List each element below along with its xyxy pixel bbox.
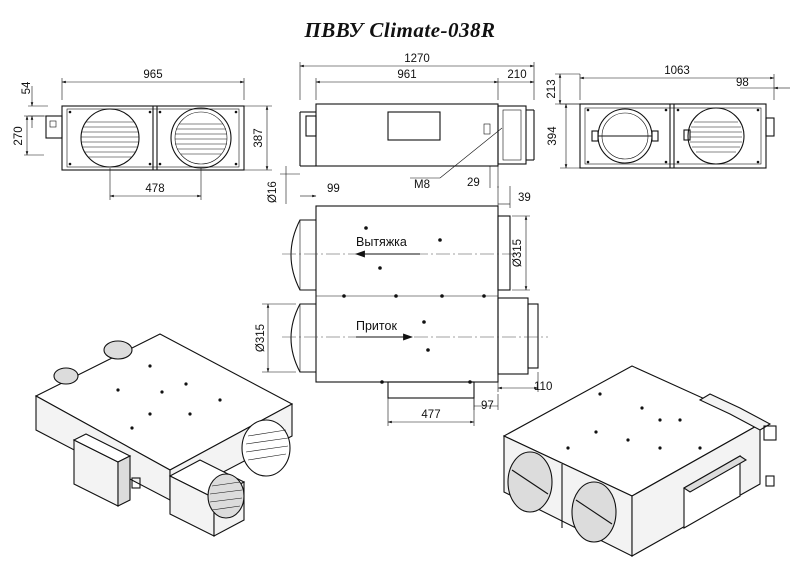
dim-213: 213 — [546, 79, 558, 98]
dim-1270: 1270 — [404, 53, 430, 65]
isometric-view-left — [34, 333, 294, 537]
drawing-title: ПВВУ Climate-038R — [304, 18, 496, 42]
dim-210: 210 — [507, 69, 526, 81]
dim-270: 270 — [13, 126, 25, 145]
dim-98: 98 — [736, 77, 749, 89]
dim-961: 961 — [397, 69, 416, 81]
dim-97: 97 — [481, 400, 494, 412]
dim-394: 394 — [547, 126, 559, 146]
dim-965: 965 — [143, 69, 162, 81]
isometric-view-right — [502, 365, 777, 557]
dim-d16: Ø16 — [267, 181, 279, 203]
dim-d315-right: Ø315 — [512, 239, 524, 267]
dim-54: 54 — [21, 81, 33, 94]
dim-1063: 1063 — [664, 65, 690, 77]
dim-m8: M8 — [414, 179, 430, 191]
side-elevation: 1270 961 210 M8 29 Ø16 99 39 — [267, 53, 535, 208]
dim-478: 478 — [145, 183, 164, 195]
dim-110: 110 — [534, 381, 552, 393]
dim-29: 29 — [467, 177, 480, 189]
label-supply: Приток — [356, 319, 397, 333]
front-view: 965 54 270 387 478 — [13, 69, 272, 200]
dim-99: 99 — [327, 183, 340, 195]
plan-view: Вытяжка Приток Ø315 Ø315 110 97 477 — [255, 205, 552, 426]
dim-387: 387 — [253, 128, 265, 147]
dim-d315-left: Ø315 — [255, 324, 267, 352]
rear-view: 1063 98 213 394 — [546, 65, 790, 169]
label-exhaust: Вытяжка — [356, 235, 407, 249]
dim-39: 39 — [518, 192, 531, 204]
dim-477: 477 — [421, 409, 440, 421]
